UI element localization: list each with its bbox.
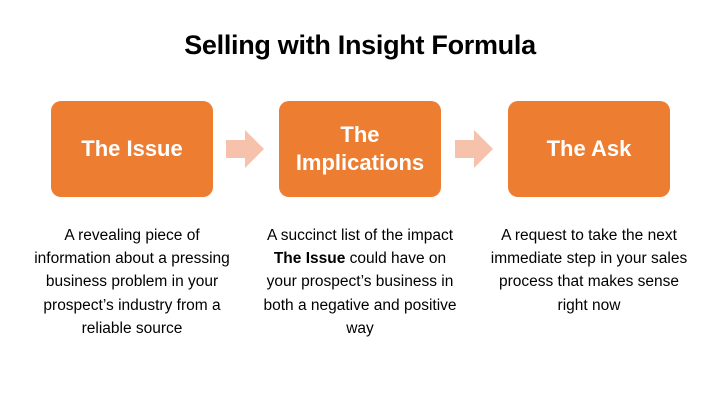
- step-description-ask: A request to take the next immediate ste…: [490, 227, 688, 314]
- step-label-implications: The Implications: [296, 121, 424, 177]
- description-text-bold: The Issue: [273, 250, 346, 268]
- step-label-implications-line2: Implications: [295, 150, 425, 175]
- step-label-ask: The Ask: [546, 136, 632, 161]
- description-text-before: A succinct list of the impact: [266, 227, 454, 244]
- step-box-issue: The Issue: [51, 101, 213, 197]
- right-arrow-icon: [455, 130, 493, 168]
- step-description-implications: A succinct list of the impact The Issue …: [260, 224, 460, 340]
- step-box-ask: The Ask: [508, 101, 670, 197]
- step-box-implications: The Implications: [279, 101, 441, 197]
- description-text-after: could have on your prospect’s business i…: [263, 250, 457, 337]
- step-label-implications-line1: The: [340, 122, 380, 147]
- page-title: Selling with Insight Formula: [184, 30, 536, 60]
- right-arrow-icon: [226, 130, 264, 168]
- step-description-issue: A revealing piece of information about a…: [34, 227, 230, 337]
- step-label-issue: The Issue: [81, 136, 183, 161]
